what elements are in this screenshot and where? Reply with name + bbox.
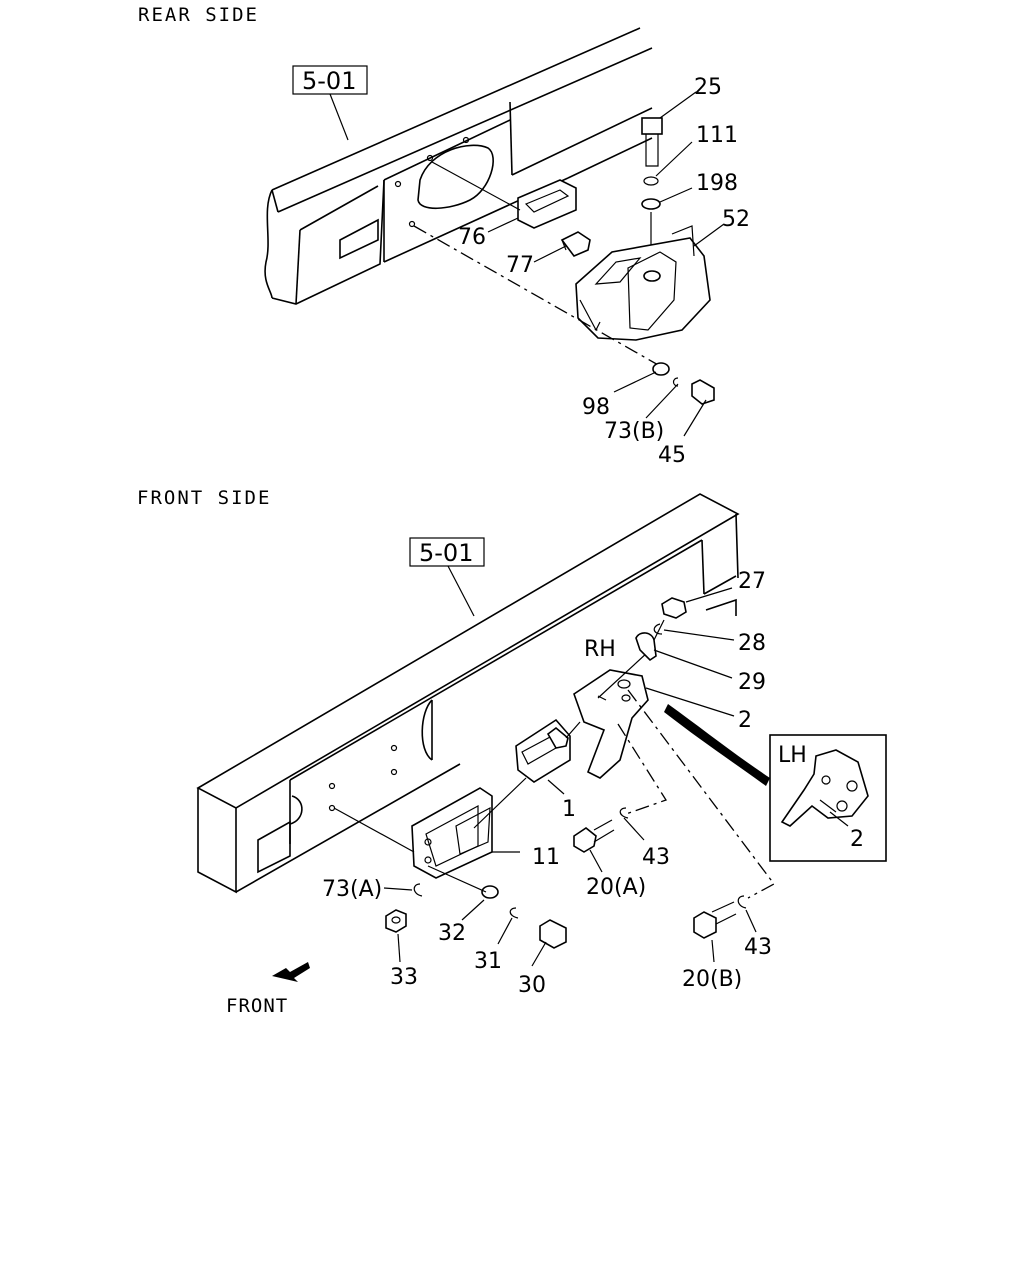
lh-inset-box (769, 734, 887, 862)
front-direction-arrow-icon (272, 962, 310, 982)
rear-ref-box-label: 5-01 (302, 67, 356, 95)
front-direction-label: FRONT (226, 995, 288, 1017)
label-27: 27 (738, 569, 766, 594)
front-bracket-2-lh (780, 749, 869, 827)
front-nut-33 (385, 909, 407, 933)
label-76: 76 (458, 225, 486, 250)
label-29: 29 (738, 670, 766, 695)
rear-frame-rail (264, 27, 653, 305)
label-31: 31 (474, 949, 502, 974)
front-bolt-20a (573, 819, 615, 853)
label-73b: 73(B) (604, 419, 664, 444)
front-lockwasher-28 (653, 623, 663, 635)
front-section-title: FRONT SIDE (137, 487, 271, 509)
label-32: 32 (438, 921, 466, 946)
rear-washer-98 (652, 362, 670, 376)
label-45: 45 (658, 443, 686, 468)
label-28: 28 (738, 631, 766, 656)
label-20a: 20(A) (586, 875, 646, 900)
rear-bolt-77 (560, 231, 591, 257)
lh-callout-pointer (664, 704, 770, 786)
front-mount-1 (515, 718, 571, 783)
front-bracket-11 (411, 787, 493, 879)
rear-washer-198 (641, 198, 661, 210)
label-198: 198 (696, 171, 738, 196)
front-washer-29 (635, 632, 657, 662)
rear-bracket-76 (517, 179, 577, 229)
front-bolt-30 (539, 919, 567, 949)
rear-bolt-45 (691, 379, 715, 405)
front-lockwasher-43a (619, 807, 629, 819)
label-43-a: 43 (642, 845, 670, 870)
label-111: 111 (696, 123, 738, 148)
rear-section-title: REAR SIDE (138, 4, 259, 26)
rear-engine-mount-52 (575, 225, 711, 341)
label-98: 98 (582, 395, 610, 420)
label-2-lh: 2 (850, 827, 864, 852)
label-25: 25 (694, 75, 722, 100)
label-73a: 73(A) (322, 877, 382, 902)
front-nut-27 (661, 597, 687, 619)
front-ref-box (409, 537, 485, 567)
front-frame-rail (196, 493, 740, 894)
label-43-b: 43 (744, 935, 772, 960)
label-20b: 20(B) (682, 967, 742, 992)
label-77: 77 (506, 253, 534, 278)
rear-bolt-25 (641, 117, 663, 167)
front-ref-box-label: 5-01 (419, 539, 473, 567)
label-1: 1 (562, 797, 576, 822)
label-2-rh: 2 (738, 708, 752, 733)
label-52: 52 (722, 207, 750, 232)
front-washer-32 (481, 885, 499, 899)
front-lockwasher-73a (413, 883, 423, 897)
label-30: 30 (518, 973, 546, 998)
label-33: 33 (390, 965, 418, 990)
lh-label: LH (778, 743, 807, 768)
rh-label: RH (584, 637, 616, 662)
front-lockwasher-31 (509, 907, 519, 919)
label-11: 11 (532, 845, 560, 870)
front-bolt-20b (693, 901, 737, 939)
front-lockwasher-43b (737, 895, 747, 909)
rear-washer-111 (643, 176, 659, 186)
